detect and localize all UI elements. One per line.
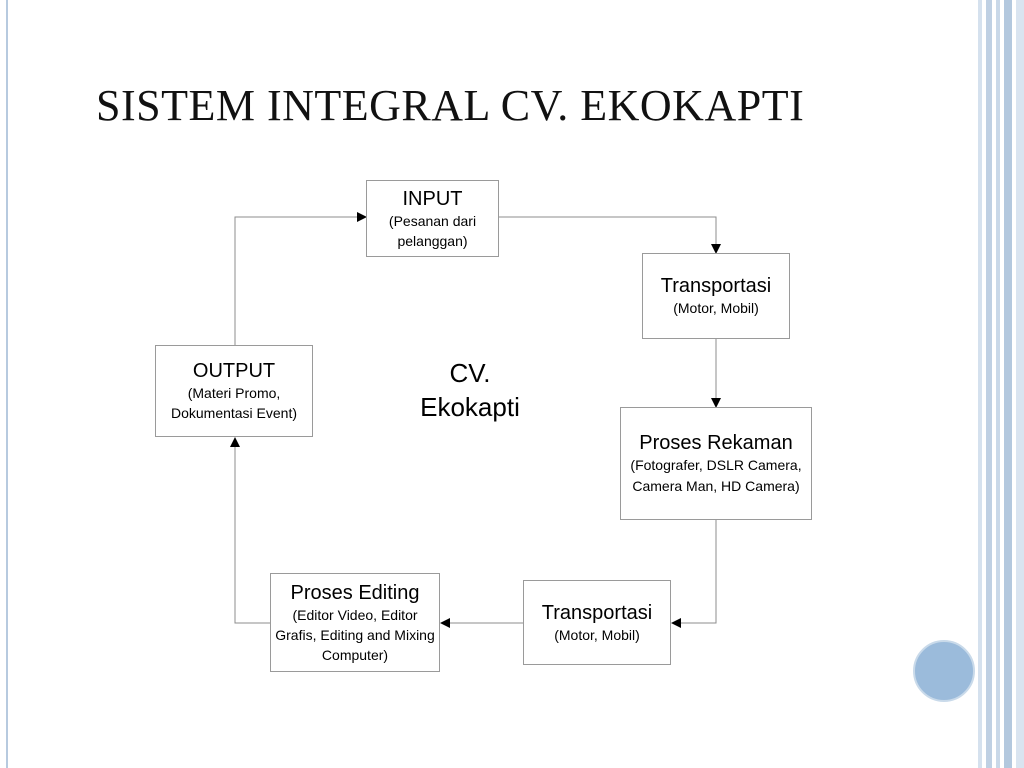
node-proses-editing-detail: (Editor Video, Editor Grafis, Editing an… (275, 606, 435, 663)
node-transport-1: Transportasi (Motor, Mobil) (642, 253, 790, 339)
slide-title: SISTEM INTEGRAL CV. EKOKAPTI (96, 81, 805, 130)
decorative-circle (913, 640, 975, 702)
edge-output-to-input (234, 212, 367, 345)
edge-rekaman-to-transport2 (671, 520, 717, 628)
center-label-line-2: Ekokapti (420, 392, 520, 422)
node-output-detail: (Materi Promo, Dokumentasi Event) (170, 385, 298, 421)
center-label-line-1: CV. (449, 358, 491, 388)
node-input-detail: (Pesanan dari pelanggan) (388, 212, 477, 249)
center-company-label: CV. Ekokapti (400, 356, 540, 424)
edge-input-to-transport1 (499, 216, 721, 254)
node-proses-editing-title: Proses Editing (290, 581, 420, 604)
node-proses-rekaman: Proses Rekaman (Fotografer, DSLR Camera,… (620, 407, 812, 520)
node-output: OUTPUT (Materi Promo, Dokumentasi Event) (155, 345, 313, 437)
node-transport-1-title: Transportasi (660, 275, 772, 297)
node-proses-rekaman-detail: (Fotografer, DSLR Camera, Camera Man, HD… (630, 456, 802, 494)
node-transport-2-detail: (Motor, Mobil) (554, 626, 640, 643)
node-proses-rekaman-title: Proses Rekaman (639, 431, 793, 454)
node-transport-1-detail: (Motor, Mobil) (673, 300, 759, 316)
node-input-title: INPUT (402, 187, 463, 210)
left-border-rule (6, 0, 8, 768)
node-transport-2: Transportasi (Motor, Mobil) (523, 580, 671, 665)
node-transport-2-title: Transportasi (541, 601, 653, 624)
node-output-title: OUTPUT (192, 360, 276, 382)
node-proses-editing: Proses Editing (Editor Video, Editor Gra… (270, 573, 440, 672)
edge-editing-to-output (230, 437, 270, 624)
node-input: INPUT (Pesanan dari pelanggan) (366, 180, 499, 257)
right-decorative-stripes (978, 0, 1024, 768)
